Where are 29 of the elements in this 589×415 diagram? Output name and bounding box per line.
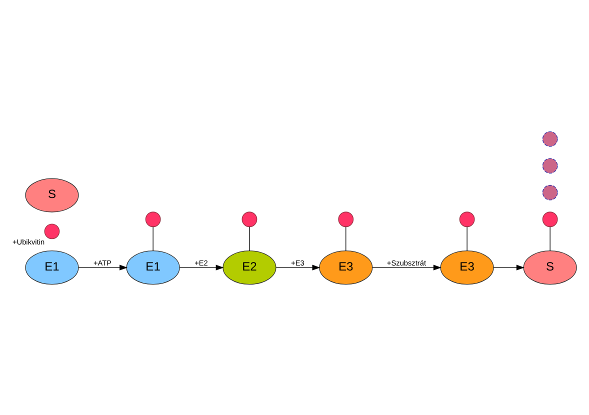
node-label: +Ubikvitin <box>12 237 45 246</box>
node-circle <box>459 211 475 227</box>
node-ellipse: E3 <box>440 250 494 284</box>
node-circle <box>542 130 558 146</box>
connector <box>249 226 250 251</box>
node-ellipse: E1 <box>126 250 180 284</box>
arrow <box>493 264 524 270</box>
node-circle <box>242 211 258 227</box>
arrow <box>179 264 224 270</box>
node-circle <box>542 211 558 227</box>
edge-label: +E2 <box>194 258 208 267</box>
node-ellipse: E3 <box>319 250 373 284</box>
node-circle <box>338 211 354 227</box>
node-ellipse: E1 <box>25 250 79 284</box>
arrow <box>276 264 320 270</box>
arrow <box>372 264 442 270</box>
arrow <box>78 264 128 270</box>
node-circle <box>542 158 558 174</box>
edge-label: +ATP <box>93 258 112 267</box>
node-ellipse: E2 <box>222 250 276 284</box>
edge-label: +Szubsztrát <box>386 258 426 267</box>
connector <box>152 226 154 251</box>
node-ellipse: S <box>25 178 79 212</box>
node-circle <box>44 223 60 239</box>
connector <box>466 226 468 251</box>
edge-label: +E3 <box>291 258 304 267</box>
node-ellipse: S <box>523 250 577 284</box>
node-circle <box>542 184 558 200</box>
node-circle <box>145 211 161 227</box>
